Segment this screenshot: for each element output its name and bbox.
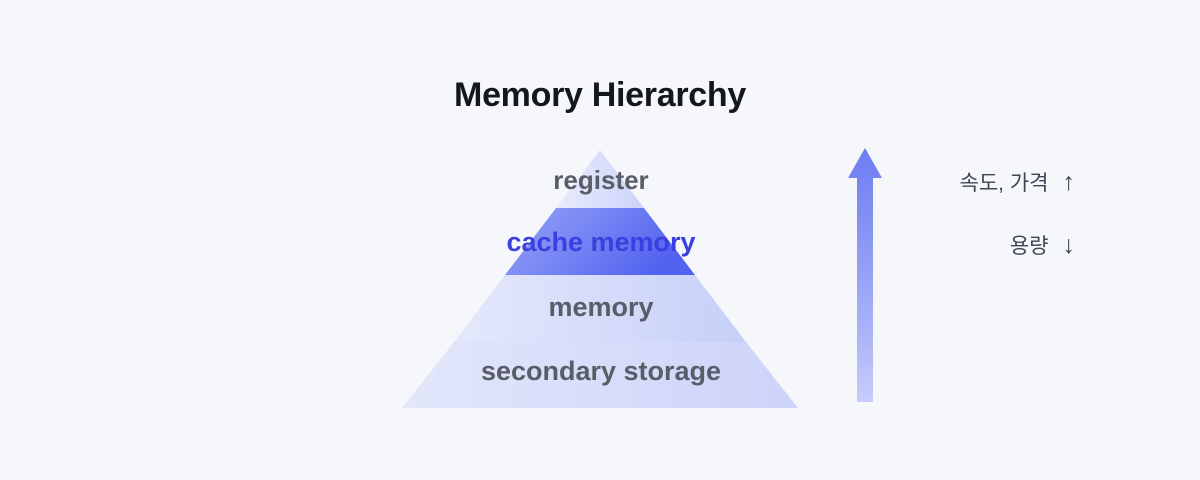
arrow-down-icon: ↓ [1062, 230, 1076, 259]
legend-speed-price-label: 속도, 가격 [959, 172, 1049, 195]
memory-hierarchy-pyramid: register cache memory memory secondary s… [402, 148, 800, 410]
pyramid-tier-secondary-storage[interactable] [402, 342, 798, 408]
pyramid-tier-memory[interactable] [454, 275, 746, 342]
pyramid-tier-register[interactable] [556, 150, 644, 208]
trend-up-arrow-icon [848, 148, 882, 402]
pyramid-tier-cache-memory[interactable] [505, 208, 695, 275]
arrow-body [848, 148, 882, 402]
legend-capacity-label: 용량 [1009, 235, 1049, 258]
legend-capacity: 용량 ↓ [860, 230, 1075, 260]
arrow-up-icon: ↑ [1062, 167, 1076, 196]
pyramid-shape [402, 150, 798, 408]
legend-speed-price: 속도, 가격 ↑ [860, 167, 1075, 197]
page-title: Memory Hierarchy [454, 76, 746, 114]
